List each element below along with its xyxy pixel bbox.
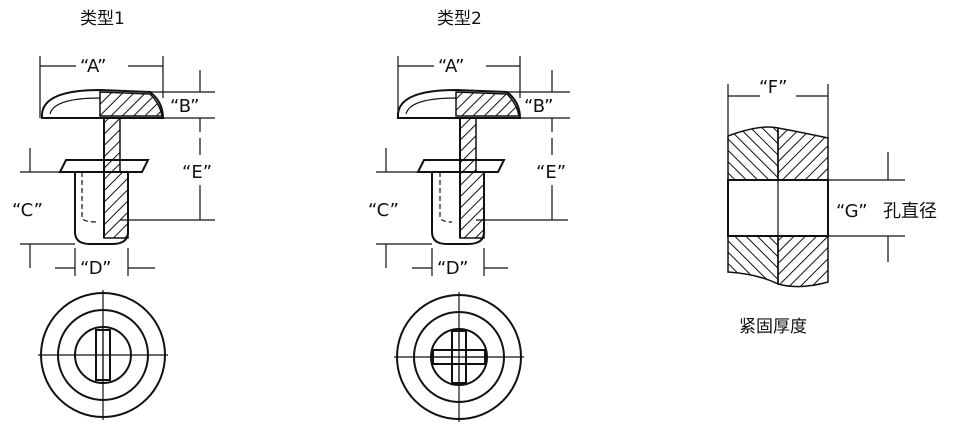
type1-top-view — [38, 290, 168, 420]
type2-head-hatch — [455, 91, 520, 117]
panel-group: “F” “G” 孔直径 紧固厚度 — [727, 77, 937, 337]
panel-top-right-hatch — [777, 127, 829, 181]
type2-group: 类型2 “A” “B” “E” “C” “D” — [368, 9, 570, 422]
type1-label-b: “B” — [170, 96, 199, 117]
type1-head-hatch — [99, 91, 163, 117]
panel-thickness-text: 紧固厚度 — [739, 317, 807, 337]
type2-label-e: “E” — [536, 162, 566, 183]
type2-inner-dash — [439, 172, 453, 223]
type2-head-inner-arc — [405, 97, 457, 115]
panel-bottom-right-hatch — [777, 235, 829, 288]
type2-label-d: “D” — [437, 258, 468, 279]
type1-group: 类型1 “A” “B” “E” “C” — [12, 9, 215, 420]
type1-label-c: “C” — [12, 200, 43, 221]
type1-label-a: “A” — [80, 56, 106, 77]
type1-label-e: “E” — [182, 162, 212, 183]
type1-inner-dash — [81, 172, 97, 223]
panel-label-f: “F” — [759, 77, 787, 98]
type2-title: 类型2 — [437, 9, 482, 29]
type2-pin-hatch — [459, 117, 485, 239]
panel-top-left-hatch — [727, 126, 779, 181]
type2-label-b: “B” — [524, 96, 553, 117]
type2-label-c: “C” — [368, 200, 399, 221]
panel-bottom-left-hatch — [727, 235, 779, 286]
type1-label-d: “D” — [80, 258, 111, 279]
panel-label-g: “G” — [836, 201, 868, 222]
panel-hole-text: 孔直径 — [883, 201, 937, 222]
type2-top-view — [394, 292, 524, 422]
type1-head-inner-arc — [49, 97, 101, 115]
type2-label-a: “A” — [438, 56, 464, 77]
type1-title: 类型1 — [80, 9, 125, 29]
type1-pin-hatch — [103, 117, 129, 239]
